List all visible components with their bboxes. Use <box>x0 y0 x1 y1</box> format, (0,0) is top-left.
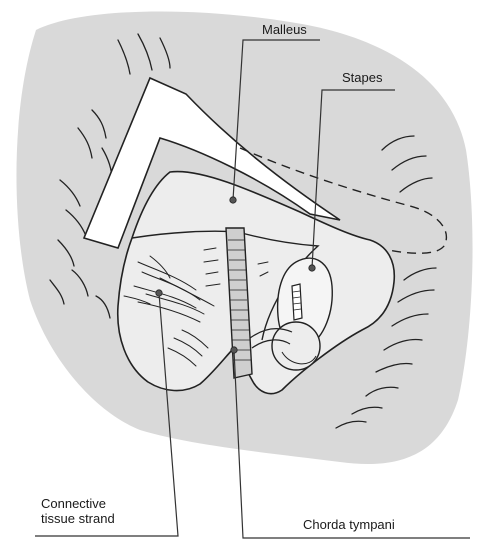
chorda-dot <box>231 347 237 353</box>
chorda-tympani-label: Chorda tympani <box>303 517 395 532</box>
connective-dot <box>156 290 162 296</box>
connective-tissue-label-line1: Connective <box>41 496 115 511</box>
stapes-label: Stapes <box>342 70 382 85</box>
malleus-dot <box>230 197 236 203</box>
stapes-dot <box>309 265 315 271</box>
connective-tissue-label-line2: tissue strand <box>41 511 115 526</box>
malleus-label: Malleus <box>262 22 307 37</box>
stapes-stem <box>292 284 302 320</box>
connective-tissue-label: Connective tissue strand <box>41 496 115 526</box>
